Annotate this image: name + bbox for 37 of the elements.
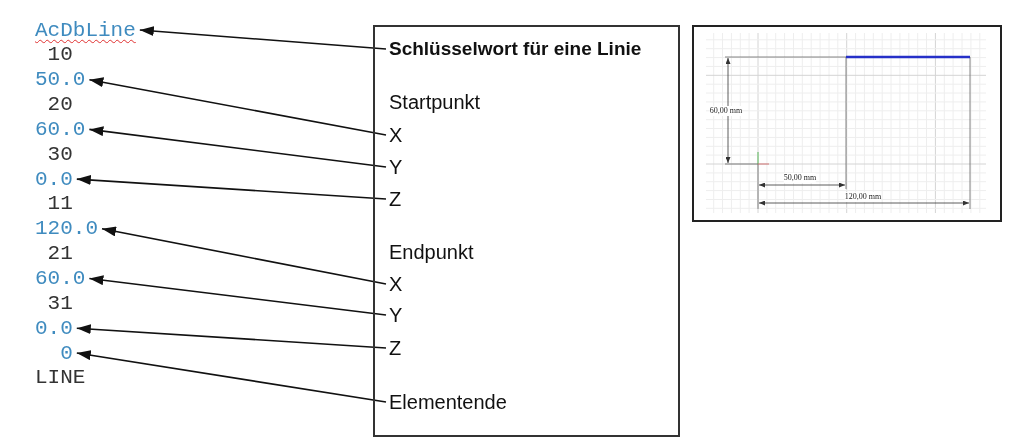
description-text: Y (389, 155, 403, 179)
arrow (88, 275, 387, 316)
dimension-label: 50,00 mm (783, 173, 817, 183)
description-text: Z (389, 187, 402, 211)
arrow (88, 126, 387, 168)
description-panel (373, 25, 680, 437)
dimension-label: 60,00 mm (709, 106, 743, 116)
description-text: Z (389, 336, 402, 360)
code-value: 60.0 (35, 266, 86, 291)
arrow (76, 324, 387, 349)
group-code: 11 (47, 191, 73, 217)
group-code: 21 (47, 241, 73, 267)
section-heading: Endpunkt (389, 240, 474, 264)
group-code: 10 (47, 42, 73, 68)
group-code: 31 (47, 290, 73, 316)
code-value: 60.0 (35, 116, 86, 142)
description-text: Y (389, 303, 403, 327)
group-code: 20 (47, 92, 73, 118)
section-heading: Startpunkt (389, 90, 481, 114)
group-code: 30 (47, 141, 73, 167)
arrow (76, 175, 387, 200)
arrow (139, 26, 387, 50)
description-text: Elementende (389, 390, 507, 414)
code-keyword: LINE (35, 365, 86, 391)
dimension-label: 120,00 mm (844, 192, 882, 202)
code-value: 0.0 (35, 166, 73, 192)
code-keyword: AcDbLine (35, 17, 136, 43)
code-value: 120.0 (35, 216, 98, 242)
code-value: 50.0 (35, 67, 86, 93)
code-value: 0 (60, 340, 73, 366)
arrow (88, 77, 387, 136)
description-text: X (389, 123, 403, 147)
description-text: X (389, 272, 403, 296)
code-value: 0.0 (35, 315, 73, 341)
description-text: Schlüsselwort für eine Linie (389, 37, 642, 61)
arrow (76, 350, 387, 403)
arrow (101, 226, 387, 285)
